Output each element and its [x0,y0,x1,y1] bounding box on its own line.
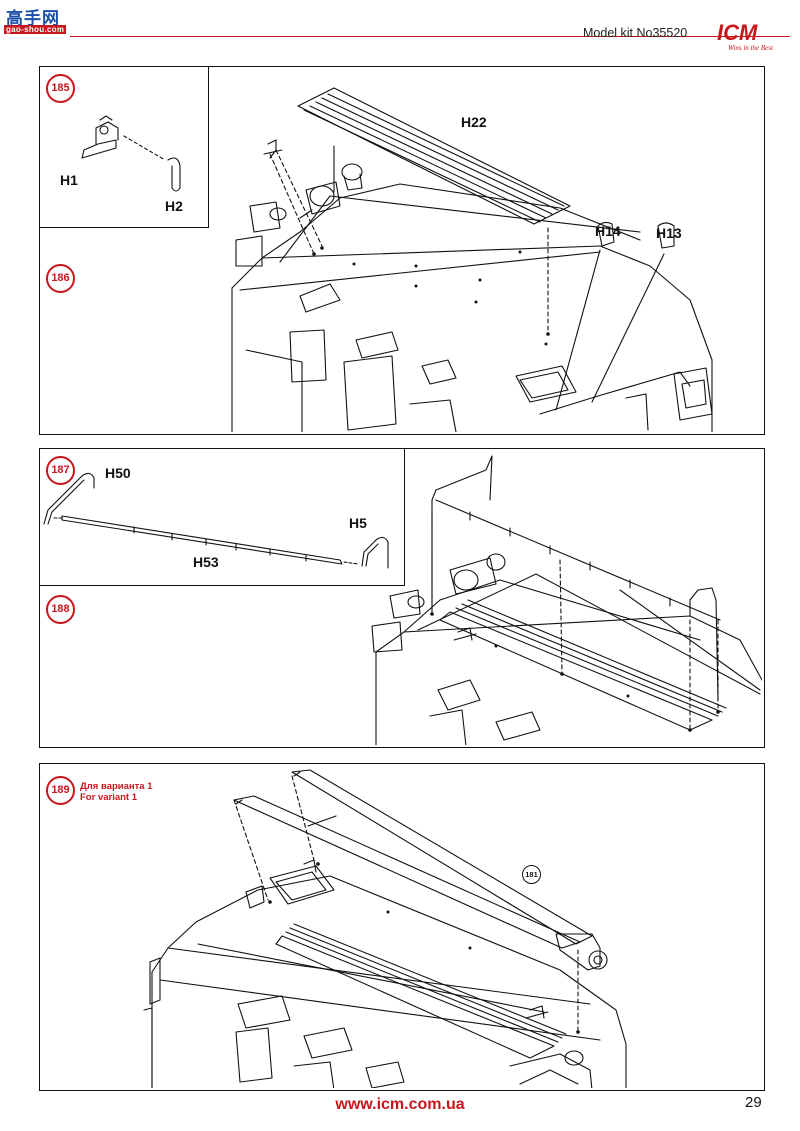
variant-label-ru: Для варианта 1 [80,781,153,792]
kit-number: Model kit No35520 [583,26,688,40]
watermark-chinese: 高手网 [6,9,60,29]
antenna-mast-drawing [233,769,608,971]
part-label-h22: H22 [461,114,487,130]
step-number-187: 187 [46,456,75,485]
part-label-h2: H2 [165,198,183,214]
part-h22-drawing [297,87,571,225]
part-h2-drawing [167,157,181,192]
part-label-h50: H50 [105,465,131,481]
icm-logo: ICM Wins in the Best [712,20,792,54]
variant-label: Для варианта 1 For variant 1 [80,781,153,803]
step-number-188: 188 [46,595,75,624]
page-number: 29 [745,1094,762,1111]
vehicle-roof-step-189 [143,859,627,1088]
vehicle-roof-step-186 [231,139,713,432]
part-label-h53: H53 [193,554,219,570]
panel-step-189 [39,763,765,1091]
step-number-186: 186 [46,264,75,293]
part-h1-drawing [81,115,119,159]
logo-text: ICM [717,20,758,45]
step-number-185: 185 [46,74,75,103]
part-label-h14: H14 [595,223,621,239]
part-h53-drawing [61,515,343,565]
part-h50-drawing [43,472,95,525]
step-number-189: 189 [46,776,75,805]
footer-url[interactable]: www.icm.com.ua [335,1096,465,1113]
logo-slogan: Wins in the Best [728,44,773,52]
watermark-url: gao-shou.com [4,25,67,34]
part-label-h13: H13 [656,225,682,241]
header-rule [70,36,790,37]
part-h5-drawing [361,536,389,569]
watermark: 高手网 gao-shou.com [4,4,70,34]
vehicle-roof-step-188 [371,455,762,745]
part-label-h5: H5 [349,515,367,531]
inset-step-187 [39,448,405,586]
part-label-h1: H1 [60,172,78,188]
variant-label-en: For variant 1 [80,792,138,803]
reference-step-181: 181 [522,865,541,884]
